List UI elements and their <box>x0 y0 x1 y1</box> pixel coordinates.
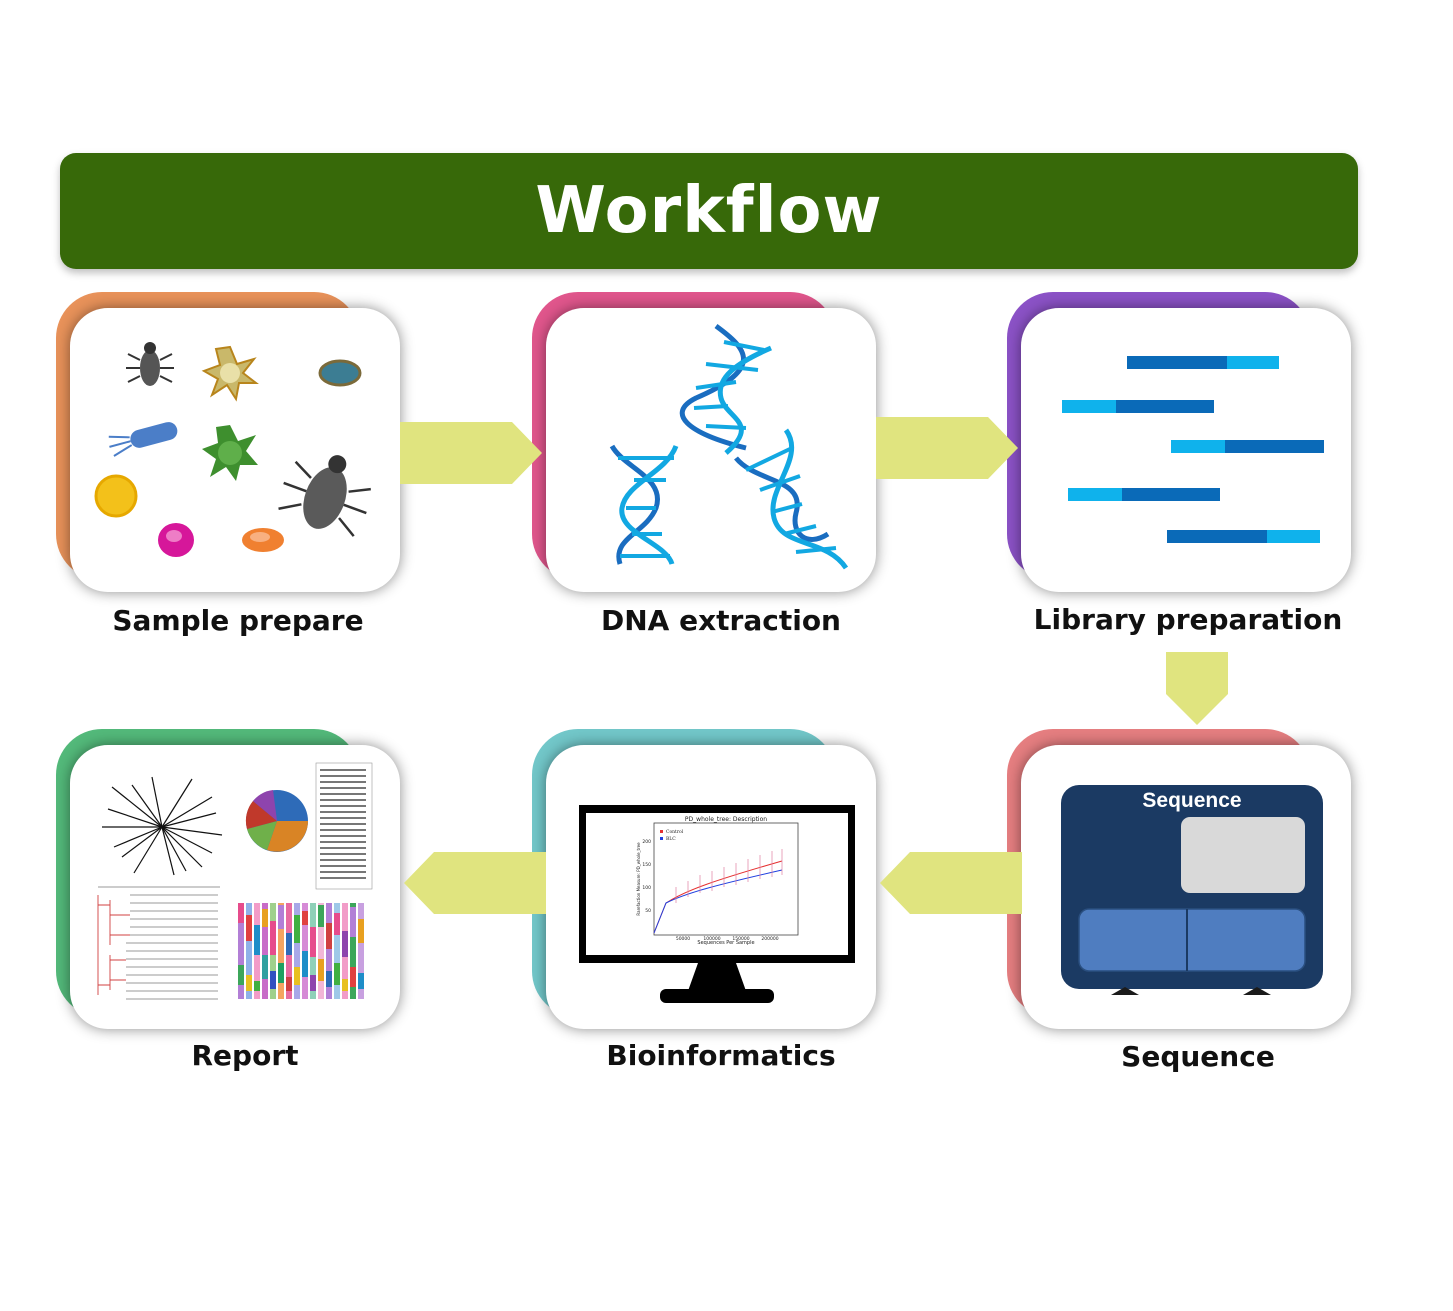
chart-x-tick: 50000 <box>676 936 690 942</box>
step-report <box>56 729 400 1045</box>
arrow-left-icon <box>404 852 546 914</box>
step-label: Bioinformatics <box>606 1039 836 1072</box>
step-sample-prepare <box>56 292 400 608</box>
arrow-left-icon <box>880 852 1022 914</box>
chart-x-tick: 100000 <box>703 936 720 942</box>
workflow-banner: Workflow <box>60 153 1358 269</box>
step-label: Sample prepare <box>112 604 364 637</box>
step-library-preparation <box>1007 292 1351 608</box>
arrow-right-icon <box>876 417 1018 479</box>
chart-y-tick: 200 <box>642 839 651 845</box>
chart-y-tick: 100 <box>642 885 651 891</box>
step-label: DNA extraction <box>601 604 841 637</box>
step-label: Library preparation <box>1033 603 1343 636</box>
chart-xlabel: Sequences Per Sample <box>697 940 754 946</box>
chart-x-tick: 150000 <box>732 936 749 942</box>
card-panel <box>70 745 400 1029</box>
card-panel: PD_whole_tree: Description Sequences Per… <box>546 745 876 1029</box>
page-title: Workflow <box>535 174 883 248</box>
monitor-chart-icon: PD_whole_tree: Description Sequences Per… <box>579 805 855 1003</box>
chart-legend-item: Control <box>666 829 684 835</box>
sequencer-icon: Sequence <box>1061 785 1323 995</box>
chart-ylabel: Rarefaction Measure: PD_whole_tree <box>636 842 641 916</box>
sequencer-screen-label: Sequence <box>1142 789 1241 812</box>
chart-y-tick: 50 <box>645 908 651 914</box>
step-label: Sequence <box>1121 1040 1275 1073</box>
step-dna-extraction <box>532 292 876 608</box>
microbes-icon <box>94 342 371 557</box>
step-bioinformatics: PD_whole_tree: Description Sequences Per… <box>532 729 876 1045</box>
sequence-fragments-icon <box>1062 356 1324 543</box>
arrow-down-icon <box>1166 652 1228 725</box>
card-panel <box>546 308 876 592</box>
chart-y-tick: 150 <box>642 862 651 868</box>
chart-legend-item: BLC <box>666 836 676 842</box>
dna-helix-icon <box>609 323 849 570</box>
card-panel <box>70 308 400 592</box>
card-panel: Sequence <box>1021 745 1351 1029</box>
report-charts-icon <box>97 762 373 1000</box>
arrow-right-icon <box>400 422 542 484</box>
chart-x-tick: 200000 <box>761 936 778 942</box>
step-label: Report <box>191 1039 299 1072</box>
step-sequence: Sequence <box>1007 729 1351 1045</box>
card-panel <box>1021 308 1351 592</box>
chart-title: PD_whole_tree: Description <box>685 816 767 823</box>
